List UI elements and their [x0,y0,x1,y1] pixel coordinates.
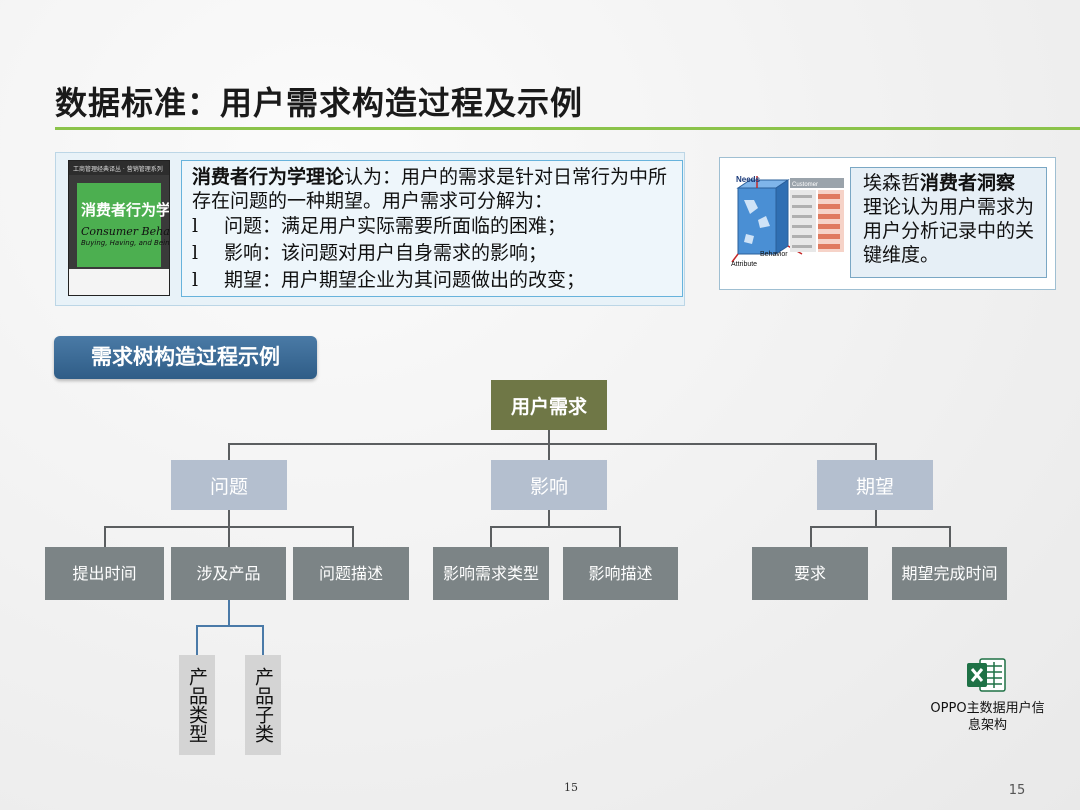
title-divider [55,127,1080,130]
connector-line [810,526,812,547]
connector-line [548,510,550,527]
book-cover-image: 工商管理经典译丛 · 营销管理系列 消费者行为学 Consumer Behavi… [68,160,170,296]
excel-file-icon[interactable] [966,658,1006,692]
connector-line [228,510,230,527]
section-tab: 需求树构造过程示例 [54,336,317,379]
page-number-center: 15 [564,781,578,794]
bullet-marker: l [192,269,199,291]
connector-line [228,526,230,547]
connector-line [548,430,550,444]
customer-label: Customer [792,182,818,188]
tree-node-product-type: 产品类型 [179,655,215,755]
bullet-marker: l [192,215,199,237]
tree-node-impact-description: 影响描述 [563,547,678,600]
connector-line [949,526,951,547]
insight-text-pre: 埃森哲 [863,172,921,194]
theory-intro: 消费者行为学理论认为：用户的需求是针对日常行为中所存在问题的一种期望。用户需求可… [192,165,672,213]
tree-root-node: 用户需求 [491,380,607,430]
connector-line [196,625,198,655]
bullet-item: l 问题：满足用户实际需要所面临的困难； [192,213,672,240]
connector-line [196,625,264,627]
page-number: 15 [1008,783,1026,798]
connector-line [104,526,106,547]
connector-line [619,526,621,547]
book-en-title: Consumer Behavior [81,225,170,238]
attribute-label: Attribute [731,261,757,268]
connector-line [490,526,492,547]
connector-line [262,625,264,655]
theory-intro-rest: 认为：用户的需求是针对日常行为中所存在问题的一种期望。用户需求可分解为： [192,166,668,212]
tree-node-raise-time: 提出时间 [45,547,164,600]
bullet-text: 影响：该问题对用户自身需求的影响； [224,242,548,264]
slide-title: 数据标准：用户需求构造过程及示例 [55,84,584,122]
theory-intro-bold: 消费者行为学理论 [192,166,345,188]
insight-text-post: 理论认为用户需求为用户分析记录中的关键维度。 [863,196,1035,266]
bullet-marker: l [192,242,199,264]
needs-label: Needs [736,175,761,184]
tree-node-problem-description: 问题描述 [293,547,409,600]
connector-line [548,443,550,460]
bullet-text: 期望：用户期望企业为其问题做出的改变； [224,269,586,291]
tree-node-problem: 问题 [171,460,287,510]
insight-text-bold: 消费者洞察 [920,172,1016,194]
insight-text-box: 埃森哲消费者洞察理论认为用户需求为用户分析记录中的关键维度。 [850,167,1047,278]
tree-node-related-product: 涉及产品 [171,547,286,600]
connector-line [228,443,876,445]
connector-line [490,526,620,528]
book-cn-title: 消费者行为学 [81,201,170,219]
tree-node-product-subtype: 产品子类 [245,655,281,755]
tree-node-expected-completion-time: 期望完成时间 [892,547,1007,600]
bullet-item: l 期望：用户期望企业为其问题做出的改变； [192,267,672,294]
tree-node-requirement: 要求 [752,547,868,600]
behavior-label: Behavior [760,251,788,258]
book-series-text: 工商管理经典译丛 · 营销管理系列 [73,166,163,173]
connector-line [875,510,877,527]
tree-node-impact: 影响 [491,460,607,510]
connector-line [810,526,950,528]
tree-node-impact-type: 影响需求类型 [433,547,549,600]
attachment-label[interactable]: OPPO主数据用户信息架构 [930,701,1045,733]
book-en-subtitle: Buying, Having, and Being [81,239,170,247]
connector-line [228,600,230,626]
theory-text-box: 消费者行为学理论认为：用户的需求是针对日常行为中所存在问题的一种期望。用户需求可… [181,160,683,297]
connector-line [228,443,230,460]
connector-line [875,443,877,460]
bullet-item: l 影响：该问题对用户自身需求的影响； [192,240,672,267]
bullet-text: 问题：满足用户实际需要所面临的困难； [224,215,567,237]
consumer-insight-diagram: Needs Behavior Attribute Customer [731,175,844,268]
connector-line [352,526,354,547]
tree-node-expectation: 期望 [817,460,933,510]
